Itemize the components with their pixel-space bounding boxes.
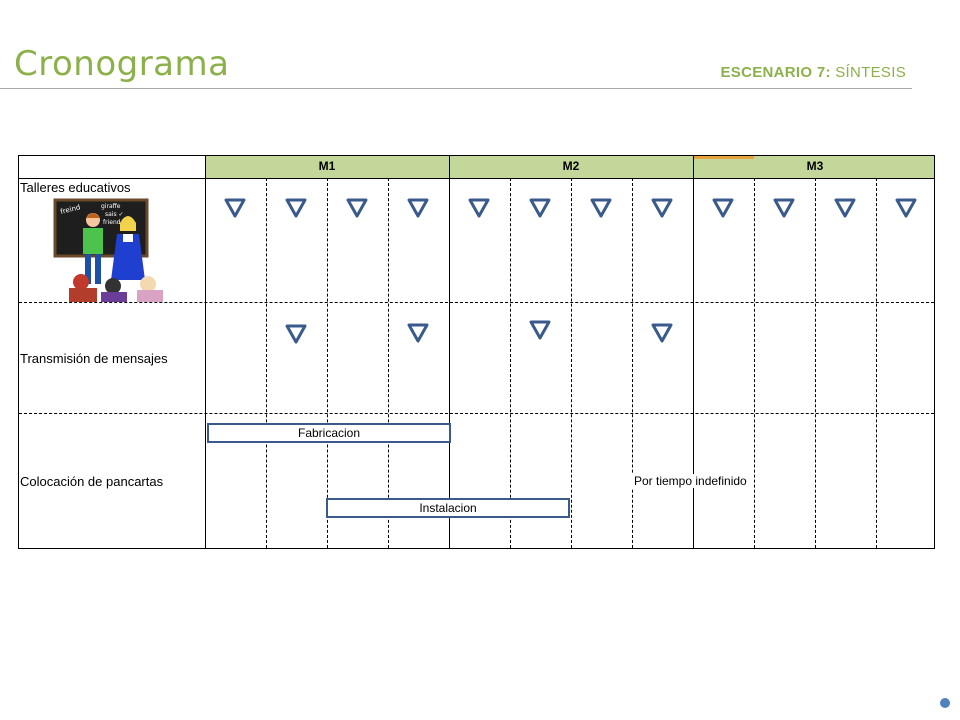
header-corner-cell: [19, 156, 205, 179]
page-indicator-dot: [940, 698, 950, 708]
label-column-divider: [205, 156, 206, 548]
month-header-m3: M3: [806, 159, 824, 173]
row-label-talleres: Talleres educativos: [20, 180, 131, 195]
month-divider: [693, 156, 694, 548]
week-divider: [876, 178, 877, 548]
week-divider: [388, 178, 389, 548]
week-divider: [510, 178, 511, 548]
week-divider: [754, 178, 755, 548]
row-divider: [19, 413, 934, 414]
svg-text:sais ✓: sais ✓: [105, 211, 124, 218]
month-header-m1: M1: [318, 159, 336, 173]
month-header-band: [205, 156, 934, 179]
row-label-transmision: Transmisión de mensajes: [20, 351, 168, 366]
week-divider: [327, 178, 328, 548]
scenario-number: ESCENARIO 7:: [720, 64, 831, 81]
scenario-name: SÍNTESIS: [830, 64, 906, 81]
header-highlight-mark: [694, 156, 754, 159]
month-divider: [449, 156, 450, 548]
svg-text:friend: friend: [103, 219, 121, 226]
page-title: Cronograma: [14, 44, 230, 84]
week-divider: [266, 178, 267, 548]
row-label-pancartas: Colocación de pancartas: [20, 474, 164, 489]
schedule-grid: M1 M2 M3 Talleres educativos Transmisión…: [18, 155, 935, 549]
week-divider: [815, 178, 816, 548]
gantt-bar-instalacion: Instalacion: [326, 498, 570, 518]
week-divider: [632, 178, 633, 548]
scenario-label: ESCENARIO 7: SÍNTESIS: [720, 64, 906, 81]
classroom-illustration: freind giraffe sais ✓ friend: [53, 198, 163, 302]
row-divider: [19, 302, 934, 303]
title-divider: [0, 88, 912, 89]
week-divider: [571, 178, 572, 548]
svg-text:giraffe: giraffe: [101, 203, 121, 210]
duration-note: Por tiempo indefinido: [632, 474, 749, 488]
month-header-m2: M2: [562, 159, 580, 173]
gantt-bar-fabricacion: Fabricacion: [207, 423, 451, 443]
